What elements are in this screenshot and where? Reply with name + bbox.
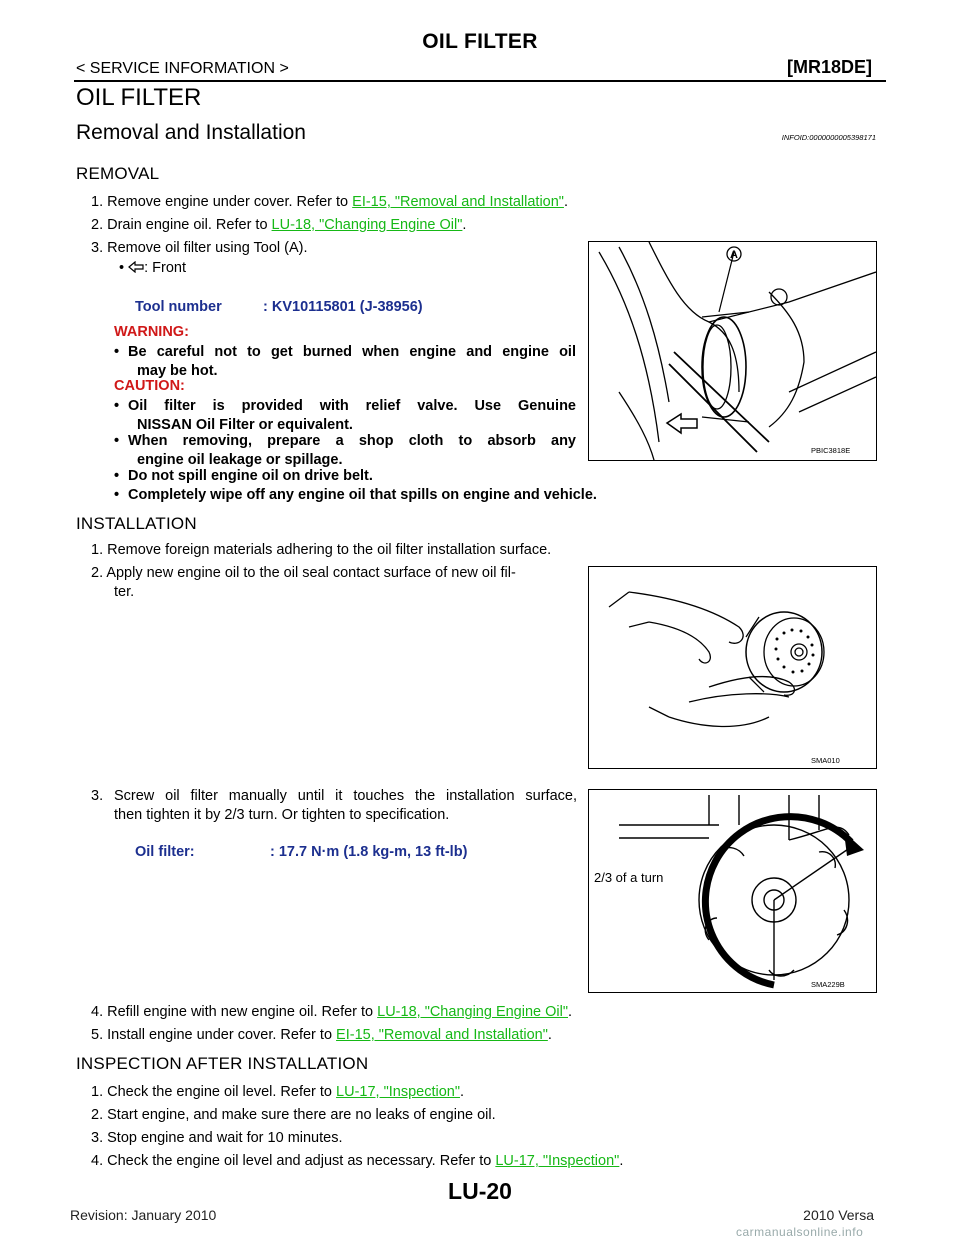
installation-step-1: 1. Remove foreign materials adhering to … [91, 542, 552, 558]
removal-step-3: 3. Remove oil filter using Tool (A). [91, 240, 308, 256]
link-ei15-removal[interactable]: EI-15, "Removal and Installation" [352, 194, 564, 210]
figure-code-pbic3818e: PBIC3818E [811, 446, 851, 455]
link-lu18-changing-oil-2[interactable]: LU-18, "Changing Engine Oil" [377, 1004, 568, 1020]
removal-heading: REMOVAL [76, 164, 160, 183]
two-thirds-turn-label: 2/3 of a turn [594, 870, 663, 885]
figure-apply-oil: SMA010 [588, 566, 877, 769]
inspection-heading: INSPECTION AFTER INSTALLATION [76, 1054, 369, 1073]
header-engine: [MR18DE] [786, 57, 872, 77]
front-arrow-icon [128, 260, 144, 274]
installation-step-3: 3. Screw oil filter manually until it to… [91, 788, 577, 823]
installation-step-2: 2. Apply new engine oil to the oil seal … [91, 565, 516, 600]
link-lu17-inspection-2[interactable]: LU-17, "Inspection" [495, 1153, 620, 1169]
warning-label: WARNING: [114, 324, 189, 340]
page-title: OIL FILTER [76, 84, 202, 111]
page-number: LU-20 [448, 1178, 512, 1204]
watermark: carmanualsonline.info [736, 1225, 864, 1239]
info-id: INFOID:0000000005398171 [781, 133, 876, 142]
installation-heading: INSTALLATION [76, 514, 197, 533]
figure-code-sma010: SMA010 [811, 756, 840, 765]
caution-label: CAUTION: [114, 378, 185, 394]
inspection-step-4: 4. Check the engine oil level and adjust… [91, 1153, 624, 1169]
tool-number-label: Tool number [135, 299, 222, 315]
subsection-title: Removal and Installation [76, 121, 306, 144]
caution-item-4: •Completely wipe off any engine oil that… [114, 487, 597, 503]
oil-filter-spec-label: Oil filter: [135, 844, 195, 860]
figure-label-a: A [730, 249, 738, 261]
link-ei15-removal-2[interactable]: EI-15, "Removal and Installation" [336, 1027, 548, 1043]
inspection-step-2: 2. Start engine, and make sure there are… [91, 1107, 496, 1123]
caution-item-1: •Oil filter is provided with relief valv… [114, 398, 576, 433]
caution-item-2: •When removing, prepare a shop cloth to … [114, 433, 576, 468]
oil-filter-removal-illustration: A [598, 241, 877, 461]
installation-step-5: 5. Install engine under cover. Refer to … [91, 1027, 552, 1043]
removal-step-1: 1. Remove engine under cover. Refer to E… [91, 194, 568, 210]
figure-remove-oil-filter: A PBIC3818E [588, 241, 877, 461]
footer-revision: Revision: January 2010 [70, 1207, 217, 1223]
inspection-step-1: 1. Check the engine oil level. Refer to … [91, 1084, 465, 1100]
link-lu18-changing-oil[interactable]: LU-18, "Changing Engine Oil" [271, 217, 463, 233]
caution-item-3: •Do not spill engine oil on drive belt. [114, 468, 373, 484]
tool-number-value: : KV10115801 (J-38956) [263, 299, 423, 315]
footer-model: 2010 Versa [803, 1207, 874, 1223]
inspection-step-3: 3. Stop engine and wait for 10 minutes. [91, 1130, 343, 1146]
header-section: < SERVICE INFORMATION > [76, 60, 289, 77]
installation-step-4: 4. Refill engine with new engine oil. Re… [91, 1004, 573, 1020]
tighten-turn-illustration: 2/3 of a turn [594, 795, 864, 989]
warning-item-1: •Be careful not to get burned when engin… [114, 344, 576, 379]
figure-code-sma229b: SMA229B [811, 980, 845, 989]
link-lu17-inspection[interactable]: LU-17, "Inspection" [336, 1084, 460, 1100]
apply-oil-illustration [608, 591, 825, 728]
front-direction-arrow-icon [665, 412, 698, 435]
header-title: OIL FILTER [422, 30, 538, 53]
removal-step-3-bullet: • : Front [119, 260, 187, 276]
figure-tighten-filter: 2/3 of a turn SMA229B [588, 789, 877, 993]
removal-step-2: 2. Drain engine oil. Refer to LU-18, "Ch… [91, 217, 467, 233]
header-rule [74, 80, 886, 82]
oil-filter-spec-value: : 17.7 N·m (1.8 kg-m, 13 ft-lb) [270, 844, 468, 860]
